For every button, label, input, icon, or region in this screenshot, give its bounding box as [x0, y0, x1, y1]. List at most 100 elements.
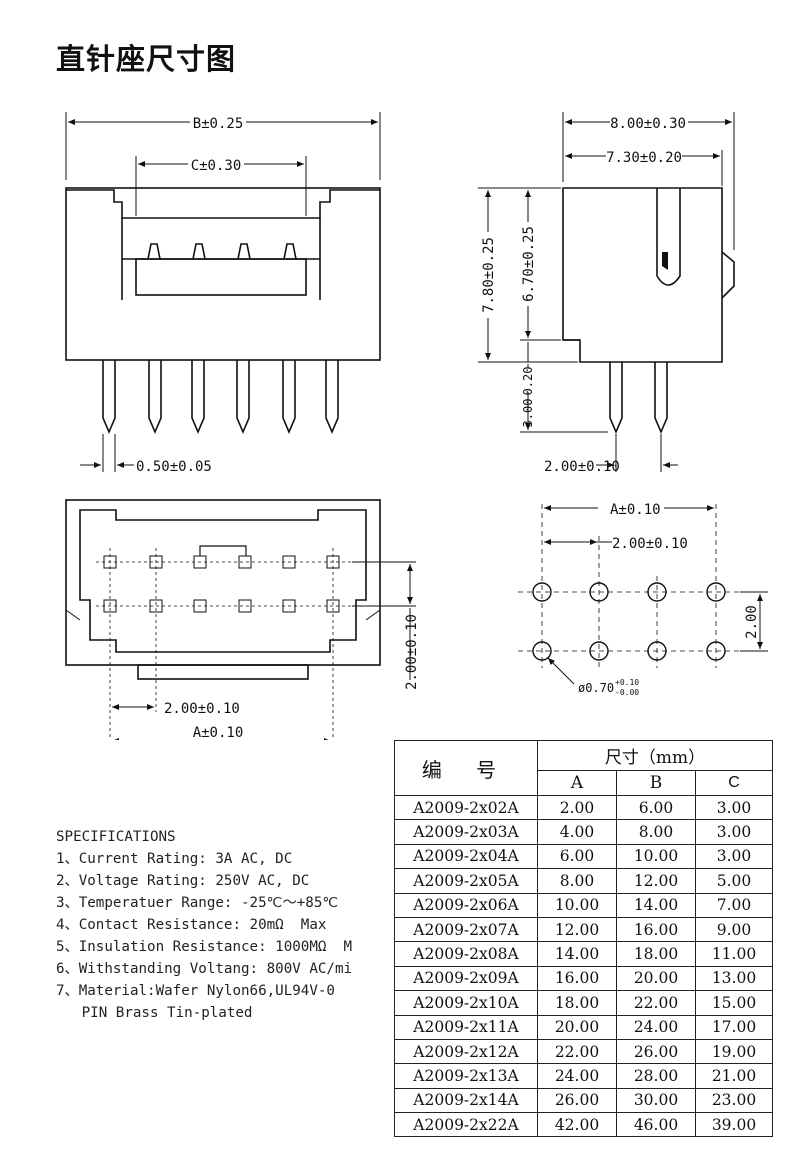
dim-c-cell: 39.00 [695, 1112, 773, 1138]
spec-line: 6、Withstanding Voltang: 800V AC/mi [56, 961, 353, 977]
table-header-col-c: C [695, 769, 773, 797]
dim-c-cell: 5.00 [695, 868, 773, 894]
part-number-cell: A2009-2x06A [394, 892, 538, 918]
dim-b-cell: 28.00 [616, 1063, 696, 1089]
dim-a-cell: 12.00 [537, 916, 617, 943]
side-pin [609, 362, 623, 435]
front-inner-cavity [135, 258, 307, 296]
dim-pcb-pitch-label: 2.00±0.10 [612, 536, 688, 552]
bottom-pin-pads [103, 555, 340, 613]
front-pin-tip [147, 243, 161, 260]
dim-a-cell: 22.00 [537, 1038, 617, 1065]
bottom-view [65, 499, 416, 740]
specifications: SPECIFICATIONS 1、Current Rating: 3A AC, … [56, 826, 352, 1024]
front-pin [102, 360, 116, 435]
dim-a-cell: 10.00 [537, 892, 617, 918]
dim-c-cell: 13.00 [695, 965, 773, 992]
spec-line: 1、Current Rating: 3A AC, DC [56, 851, 293, 867]
dim-c-cell: 3.00 [695, 843, 773, 870]
dim-b-cell: 18.00 [616, 941, 696, 967]
dim-b-cell: 12.00 [616, 868, 696, 894]
front-pin [191, 360, 205, 435]
front-pin [325, 360, 339, 435]
dim-c-cell: 11.00 [695, 941, 773, 967]
dim-b-label: B±0.25 [193, 116, 244, 132]
side-slot [656, 188, 681, 286]
side-view [478, 112, 735, 472]
front-top-notch [66, 189, 380, 219]
dim-c-cell: 15.00 [695, 990, 773, 1016]
dim-c-cell: 17.00 [695, 1014, 773, 1040]
dim-b-cell: 16.00 [616, 916, 696, 943]
front-pin-tip [237, 243, 251, 260]
dim-bottom-pitch-label: 2.00±0.10 [164, 701, 240, 717]
dim-bottom-row-label: 2.00±0.10 [404, 614, 420, 690]
dim-a-cell: 4.00 [537, 819, 617, 845]
dim-pin-width-label: 0.50±0.05 [136, 459, 212, 475]
dim-b-cell: 6.00 [616, 794, 696, 821]
spec-line: 7、Material:Wafer Nylon66,UL94V-0 [56, 983, 335, 999]
part-number-cell: A2009-2x11A [394, 1014, 538, 1040]
pcb-layout [518, 504, 768, 685]
dim-pcb-a-label: A±0.10 [610, 502, 661, 518]
part-number-cell: A2009-2x08A [394, 941, 538, 967]
dim-c-cell: 19.00 [695, 1038, 773, 1065]
part-number-cell: A2009-2x03A [394, 819, 538, 845]
dim-b-cell: 14.00 [616, 892, 696, 918]
front-pin-tip [283, 243, 297, 260]
dim-a-cell: 20.00 [537, 1014, 617, 1040]
dim-b-cell: 26.00 [616, 1038, 696, 1065]
spec-line: 2、Voltage Rating: 250V AC, DC [56, 873, 310, 889]
table-header-col-b: B [616, 769, 696, 797]
dim-pin-len-label: 3.00 [521, 399, 535, 428]
dim-b-cell: 20.00 [616, 965, 696, 992]
page-title: 直针座尺寸图 [56, 42, 237, 76]
spec-line: PIN Brass Tin-plated [56, 1005, 253, 1021]
dim-a-cell: 24.00 [537, 1063, 617, 1089]
dim-b-cell: 22.00 [616, 990, 696, 1016]
dim-c-label: C±0.30 [191, 158, 242, 174]
dim-b-cell: 24.00 [616, 1014, 696, 1040]
dim-c-cell: 21.00 [695, 1063, 773, 1089]
side-body-outline [562, 187, 723, 363]
dim-a-cell: 14.00 [537, 941, 617, 967]
table-header-part-no: 编 号 [394, 740, 538, 796]
dim-depth-total-label: 8.00±0.30 [610, 116, 686, 132]
part-number-cell: A2009-2x14A [394, 1087, 538, 1114]
front-pin [236, 360, 250, 435]
dim-pcb-hole-label: ø0.70 [578, 681, 614, 695]
dim-height-body-label: 6.70±0.25 [521, 226, 537, 302]
dim-bottom-a-label: A±0.10 [193, 725, 244, 740]
specs-heading: SPECIFICATIONS [56, 829, 176, 845]
technical-drawing: B±0.25 C±0.30 0.50±0.05 8.00±0.30 [65, 112, 768, 740]
part-number-cell: A2009-2x10A [394, 990, 538, 1016]
dim-c-cell: 3.00 [695, 819, 773, 845]
dim-pcb-hole-tol-minus: -0.00 [615, 688, 639, 697]
dim-c-cell: 3.00 [695, 794, 773, 821]
front-pin [282, 360, 296, 435]
dim-a-cell: 6.00 [537, 843, 617, 870]
table-header-col-a: A [537, 769, 617, 797]
dim-a-cell: 26.00 [537, 1087, 617, 1114]
part-number-cell: A2009-2x07A [394, 916, 538, 943]
dim-b-cell: 30.00 [616, 1087, 696, 1114]
part-number-cell: A2009-2x02A [394, 794, 538, 821]
dim-pcb-hole-tol-plus: +0.10 [615, 678, 639, 687]
dim-depth-body-label: 7.30±0.20 [606, 150, 682, 166]
part-number-cell: A2009-2x09A [394, 965, 538, 992]
dim-a-cell: 18.00 [537, 990, 617, 1016]
dim-pcb-row-label: 2.00 [744, 605, 760, 639]
part-number-cell: A2009-2x05A [394, 868, 538, 894]
dim-base-label: 0.20 [521, 367, 535, 396]
bottom-inner-outline [79, 509, 367, 653]
front-pin [148, 360, 162, 435]
